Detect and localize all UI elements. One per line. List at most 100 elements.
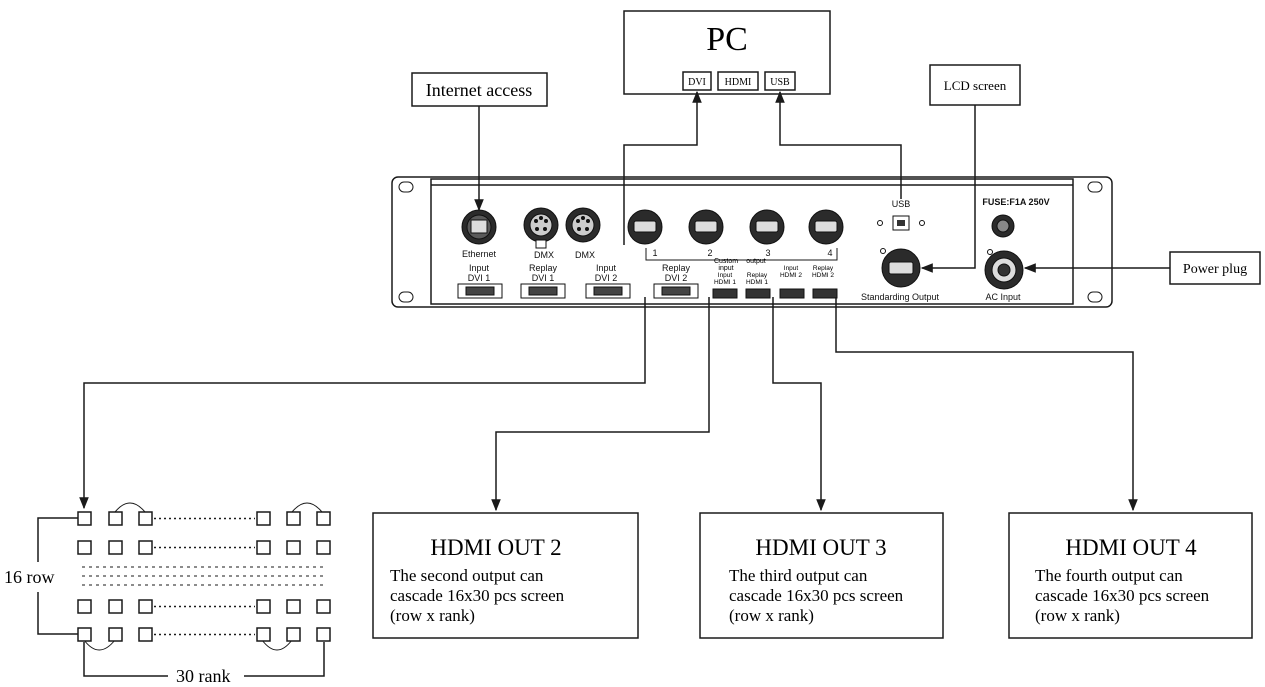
pc-box: PC DVI HDMI USB (623, 10, 831, 95)
out-num-1: 1 (652, 248, 657, 258)
pc-title: PC (706, 21, 748, 58)
screen-module (108, 540, 123, 555)
hdmi-out-2-line-1: The second output can (390, 566, 544, 585)
replay-dvi2-line2: DVI 2 (665, 273, 688, 283)
hdmi-replay-port-2 (812, 288, 838, 299)
screen-module (77, 627, 92, 642)
standard-output-label: Standarding Output (861, 292, 940, 302)
hdmi-label-2a: Replay (747, 272, 768, 279)
screen-module (108, 599, 123, 614)
dmx-label-1: DMX (534, 250, 554, 260)
hdmi-label-4b: HDMI 2 (812, 272, 834, 279)
pc-dvi-cable (623, 90, 702, 245)
grid-link-arc (261, 639, 293, 651)
screen-module (138, 540, 153, 555)
hdmi-out-port-3: 3 (749, 209, 785, 258)
pc-port-usb-label: USB (770, 77, 790, 88)
standard-output-port: Standarding Output (861, 248, 940, 302)
rank-label: 30 rank (176, 666, 230, 686)
hdmi-out-4-line-3: (row x rank) (1035, 606, 1120, 625)
grid-link-arc (291, 502, 323, 513)
internet-callout: Internet access (411, 72, 548, 107)
power-label: Power plug (1183, 262, 1247, 277)
dmx-port-1: DMX (523, 207, 559, 260)
hdmi-in-port-2 (779, 288, 805, 299)
hdmi-label-1a: Input (718, 272, 733, 279)
dvi-port-replay-1 (520, 283, 566, 299)
pc-port-hdmi-label: HDMI (725, 77, 752, 88)
out4-cable (835, 297, 1138, 512)
rack-chassis (391, 176, 1113, 308)
hdmi-out-3-title: HDMI OUT 3 (755, 535, 886, 560)
dmx-label-2: DMX (575, 250, 595, 260)
lcd-callout: LCD screen (929, 64, 1021, 106)
replay-dvi2-line1: Replay (662, 263, 691, 273)
out-num-4: 4 (827, 248, 832, 258)
lcd-cable (920, 105, 976, 273)
screen-module (77, 540, 92, 555)
grid-bottom-bracket-left (83, 642, 168, 677)
screen-module (286, 599, 301, 614)
dvi-port-input-1 (457, 283, 503, 299)
out3-cable (772, 297, 826, 512)
output-label: output (746, 258, 766, 265)
row-label: 16 row (4, 567, 55, 587)
replay-dvi1-line1: Replay (529, 263, 558, 273)
hdmi-out-2-title: HDMI OUT 2 (430, 535, 561, 560)
dmx-port-2: DMX (565, 207, 601, 260)
internet-label: Internet access (426, 80, 532, 100)
pc-usb-cable (775, 90, 902, 199)
hdmi-label-2b: HDMI 1 (746, 279, 768, 286)
grid-link-arc (114, 502, 146, 513)
screen-module (316, 540, 331, 555)
out-num-3: 3 (765, 248, 770, 258)
hdmi-in-port-1 (712, 288, 738, 299)
screen-module (256, 599, 271, 614)
screen-module (77, 511, 92, 526)
screen-module (286, 540, 301, 555)
screen-module (256, 511, 271, 526)
input-dvi1-line1: Input (469, 263, 490, 273)
dvi-port-input-2 (585, 283, 631, 299)
hdmi-out-4-line-1: The fourth output can (1035, 566, 1183, 585)
screen-module (77, 599, 92, 614)
input-dvi1-line2: DVI 1 (468, 273, 491, 283)
ethernet-label: Ethernet (462, 249, 497, 259)
hdmi-label-4a: Replay (813, 265, 834, 272)
hdmi-out-4-line-2: cascade 16x30 pcs screen (1035, 586, 1210, 605)
lcd-label: LCD screen (944, 78, 1007, 93)
pc-port-usb (764, 71, 796, 91)
screen-module (138, 627, 153, 642)
hdmi-out-2-box: HDMI OUT 2 The second output can cascade… (372, 512, 639, 639)
hdmi-label-1b: HDMI 1 (714, 279, 736, 286)
hdmi-out-4-title: HDMI OUT 4 (1065, 535, 1197, 560)
hdmi-out-3-line-3: (row x rank) (729, 606, 814, 625)
hdmi-out-port-4: 4 (808, 209, 844, 258)
screen-module (138, 599, 153, 614)
ac-input-label: AC Input (985, 292, 1021, 302)
screen-module (316, 599, 331, 614)
screen-module (316, 627, 331, 642)
hdmi-label-3a: Input (784, 265, 799, 272)
usb-port: USB (877, 199, 925, 231)
hdmi-out-2-line-3: (row x rank) (390, 606, 475, 625)
grid-left-bracket-top (37, 517, 78, 562)
out2-cable (491, 297, 710, 512)
pc-port-dvi-label: DVI (688, 77, 706, 88)
hdmi-out-3-line-2: cascade 16x30 pcs screen (729, 586, 904, 605)
screen-module (316, 511, 331, 526)
out1-cable (79, 297, 646, 510)
hdmi-out-3-box: HDMI OUT 3 The third output can cascade … (699, 512, 944, 639)
screen-module (108, 627, 123, 642)
hdmi-out-4-box: HDMI OUT 4 The fourth output can cascade… (1008, 512, 1253, 639)
screen-module (256, 540, 271, 555)
fuse-holder (991, 214, 1015, 238)
grid-left-bracket-bottom (37, 592, 78, 635)
out-num-2: 2 (707, 248, 712, 258)
screen-module (256, 627, 271, 642)
hdmi-label-3b: HDMI 2 (780, 272, 802, 279)
screen-module (286, 627, 301, 642)
hdmi-out-2-line-2: cascade 16x30 pcs screen (390, 586, 565, 605)
screen-module (286, 511, 301, 526)
